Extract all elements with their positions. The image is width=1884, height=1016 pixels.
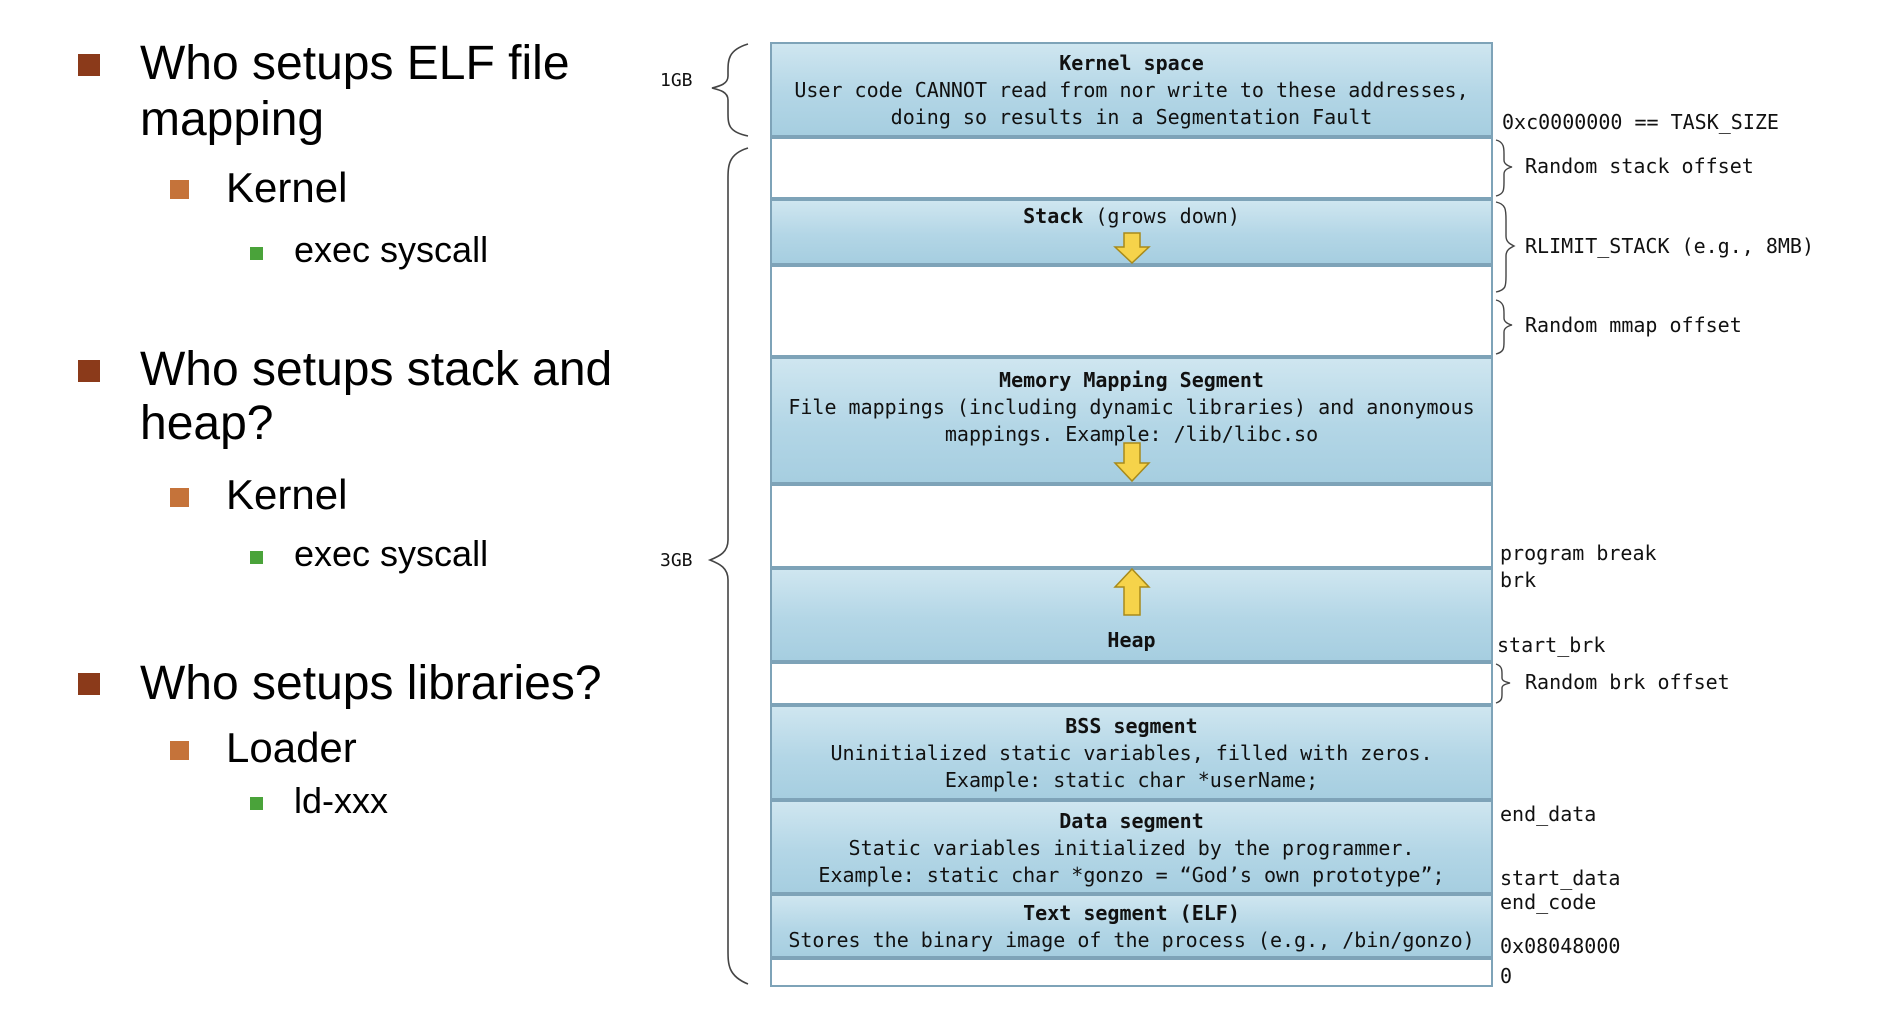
segment-random-brk-gap — [770, 662, 1493, 705]
label-random-mmap-offset: Random mmap offset — [1525, 313, 1742, 337]
label-end-data: end_data — [1500, 802, 1597, 826]
data-line2: Example: static char *gonzo = “God’s own… — [818, 863, 1445, 887]
brace-kernel-1gb — [711, 43, 749, 137]
label-start-brk: start_brk — [1497, 633, 1606, 657]
bullet-square-4 — [78, 360, 100, 382]
bullet-q1-line2: mapping — [140, 93, 325, 146]
brace-random-brk — [1495, 663, 1511, 704]
data-title: Data segment — [1059, 809, 1204, 833]
brace-random-stack — [1495, 139, 1513, 197]
bss-title: BSS segment — [1065, 714, 1198, 738]
segment-heap-gap — [770, 484, 1493, 568]
mmap-line1: File mappings (including dynamic librari… — [788, 395, 1475, 419]
bullet-square-8 — [170, 741, 189, 760]
bullet-q3-sub: Loader — [226, 724, 357, 771]
label-random-stack-offset: Random stack offset — [1525, 154, 1754, 178]
brace-rlimit — [1495, 201, 1516, 293]
bullet-q1-sub: Kernel — [226, 164, 348, 211]
text-line1: Stores the binary image of the process (… — [788, 928, 1475, 952]
label-task-size: 0xc0000000 == TASK_SIZE — [1502, 110, 1779, 134]
bullet-q1-subsub: exec syscall — [294, 229, 489, 270]
heap-up-arrow — [1113, 567, 1151, 616]
bullet-q2-line2: heap? — [140, 397, 274, 450]
bullet-q2-sub: Kernel — [226, 471, 348, 518]
segment-stack-gap — [770, 265, 1493, 357]
label-random-brk-offset: Random brk offset — [1525, 670, 1730, 694]
bss-line1: Uninitialized static variables, filled w… — [830, 741, 1433, 765]
kernel-space-title: Kernel space — [1059, 51, 1204, 75]
bullet-square-2 — [170, 180, 189, 199]
bullet-q3-subsub: ld-xxx — [294, 780, 389, 821]
label-rlimit-stack: RLIMIT_STACK (e.g., 8MB) — [1525, 234, 1814, 258]
segment-text: Text segment (ELF) Stores the binary ima… — [770, 894, 1493, 958]
bss-line2: Example: static char *userName; — [944, 768, 1319, 792]
bullet-q3-line1: Who setups libraries? — [140, 657, 602, 710]
label-text-start-address: 0x08048000 — [1500, 934, 1621, 958]
bullet-square-3 — [250, 247, 263, 260]
stack-note: (grows down) — [1095, 204, 1240, 228]
segment-random-stack-gap — [770, 137, 1493, 199]
text-title: Text segment (ELF) — [1023, 901, 1240, 925]
bullet-square-9 — [250, 797, 263, 810]
size-label-3gb: 3GB — [660, 550, 693, 571]
brace-user-3gb — [707, 147, 749, 985]
bullet-square-7 — [78, 673, 100, 695]
bullet-q1-line1: Who setups ELF file — [140, 37, 570, 90]
heap-title: Heap — [1107, 628, 1156, 652]
mmap-line2: mappings. Example: /lib/libc.so — [944, 422, 1319, 446]
mmap-down-arrow — [1113, 442, 1151, 483]
label-start-data: start_data — [1500, 866, 1621, 890]
label-program-break: program break — [1500, 541, 1657, 565]
label-zero-address: 0 — [1500, 964, 1513, 988]
kernel-space-line2: doing so results in a Segmentation Fault — [890, 105, 1373, 129]
data-line1: Static variables initialized by the prog… — [848, 836, 1415, 860]
brace-random-mmap — [1495, 299, 1513, 355]
segment-kernel-space: Kernel space User code CANNOT read from … — [770, 42, 1493, 137]
bullet-square-1 — [78, 54, 100, 76]
bullet-q2-line1: Who setups stack and — [140, 343, 613, 396]
size-label-1gb: 1GB — [660, 70, 693, 91]
stack-down-arrow — [1113, 232, 1151, 265]
label-brk: brk — [1500, 568, 1537, 592]
segment-data: Data segment Static variables initialize… — [770, 800, 1493, 894]
label-end-code: end_code — [1500, 890, 1597, 914]
mmap-title: Memory Mapping Segment — [999, 368, 1264, 392]
kernel-space-line1: User code CANNOT read from nor write to … — [794, 78, 1469, 102]
bullet-q2-subsub: exec syscall — [294, 533, 489, 574]
bullet-square-6 — [250, 551, 263, 564]
stack-title: Stack — [1023, 204, 1084, 228]
segment-bss: BSS segment Uninitialized static variabl… — [770, 705, 1493, 800]
bullet-square-5 — [170, 488, 189, 507]
segment-bottom-gap — [770, 958, 1493, 987]
